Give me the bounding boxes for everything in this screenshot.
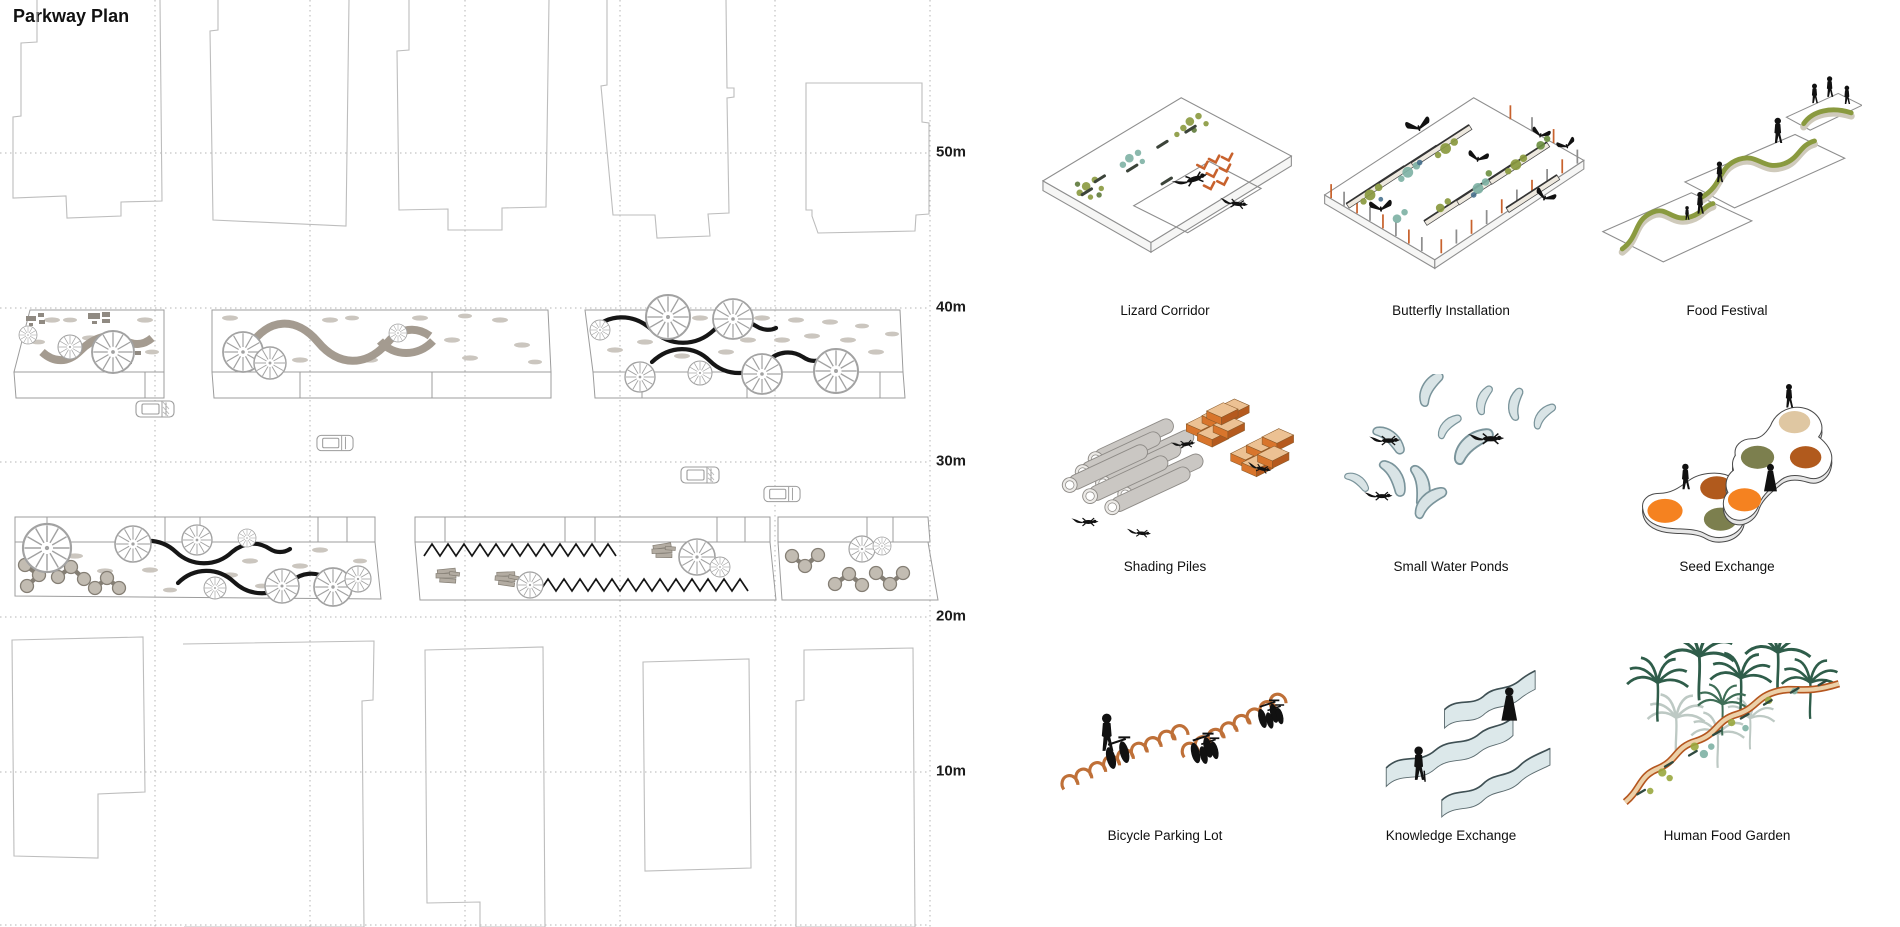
card-food-festival: Food Festival [1592,48,1862,318]
card-caption: Lizard Corridor [1120,303,1210,318]
garden-ribbon [1622,680,1841,805]
chevron-marks [1195,152,1234,191]
card-caption: Knowledge Exchange [1385,828,1517,843]
card-butterfly-installation: Butterfly Installation [1316,48,1586,318]
card-shading-piles: Shading Piles [1030,374,1300,574]
building-footprints [11,0,930,927]
ground-planting [1636,679,1828,796]
pipe-pile [1059,415,1206,518]
car-icons [135,400,801,503]
card-human-food-garden: Human Food Garden [1592,643,1862,843]
bicycle-parking-lot-illustration [1058,690,1289,792]
mulch-dots [31,313,899,365]
card-caption: Bicycle Parking Lot [1107,828,1223,843]
butterfly-installation-illustration [1323,97,1585,270]
card-seed-exchange: Seed Exchange [1592,374,1862,574]
lizard-corridor-illustration [1041,97,1293,254]
card-caption: Shading Piles [1123,559,1207,574]
grid-lines [0,0,931,927]
tree-icons-lower [21,522,892,607]
shading-piles-illustration [1059,398,1294,539]
card-caption: Small Water Ponds [1393,559,1509,574]
page-title: Parkway Plan [13,6,130,26]
bike-hoops [1058,690,1289,792]
ribbon-walls [1385,670,1551,818]
seed-exchange-illustration [1642,383,1833,543]
planter-cluster-left [1642,472,1745,543]
shrub-chain-icons [17,547,911,596]
scale-label-20m: 20m [936,607,967,625]
food-festival-illustration [1601,76,1862,263]
card-bicycle-parking-lot: Bicycle Parking Lot [1030,643,1300,843]
card-knowledge-exchange: Knowledge Exchange [1316,643,1586,843]
person-icons [1414,687,1518,782]
fence-posts [1330,105,1579,254]
scale-label-40m: 40m [936,298,967,316]
card-caption: Food Festival [1686,303,1768,318]
parkway-plan-drawing [0,0,939,927]
human-food-garden-illustration [1622,643,1841,805]
pond-shapes [1343,374,1561,520]
small-water-ponds-illustration [1343,374,1561,520]
scale-label-10m: 10m [936,762,967,780]
scale-label-30m: 30m [936,452,967,470]
upper-parkway-strip [13,293,906,399]
lower-parkway-strip [14,516,939,607]
card-caption: Butterfly Installation [1392,303,1510,318]
card-small-water-ponds: Small Water Ponds [1316,374,1586,574]
card-caption: Seed Exchange [1679,559,1775,574]
card-lizard-corridor: Lizard Corridor [1030,48,1300,318]
planting-clusters [1360,135,1551,224]
planter-cluster-right [1722,406,1833,526]
knowledge-exchange-illustration [1385,670,1551,818]
scale-label-50m: 50m [936,143,967,161]
card-caption: Human Food Garden [1663,828,1791,843]
shrub-clusters [1074,112,1209,200]
